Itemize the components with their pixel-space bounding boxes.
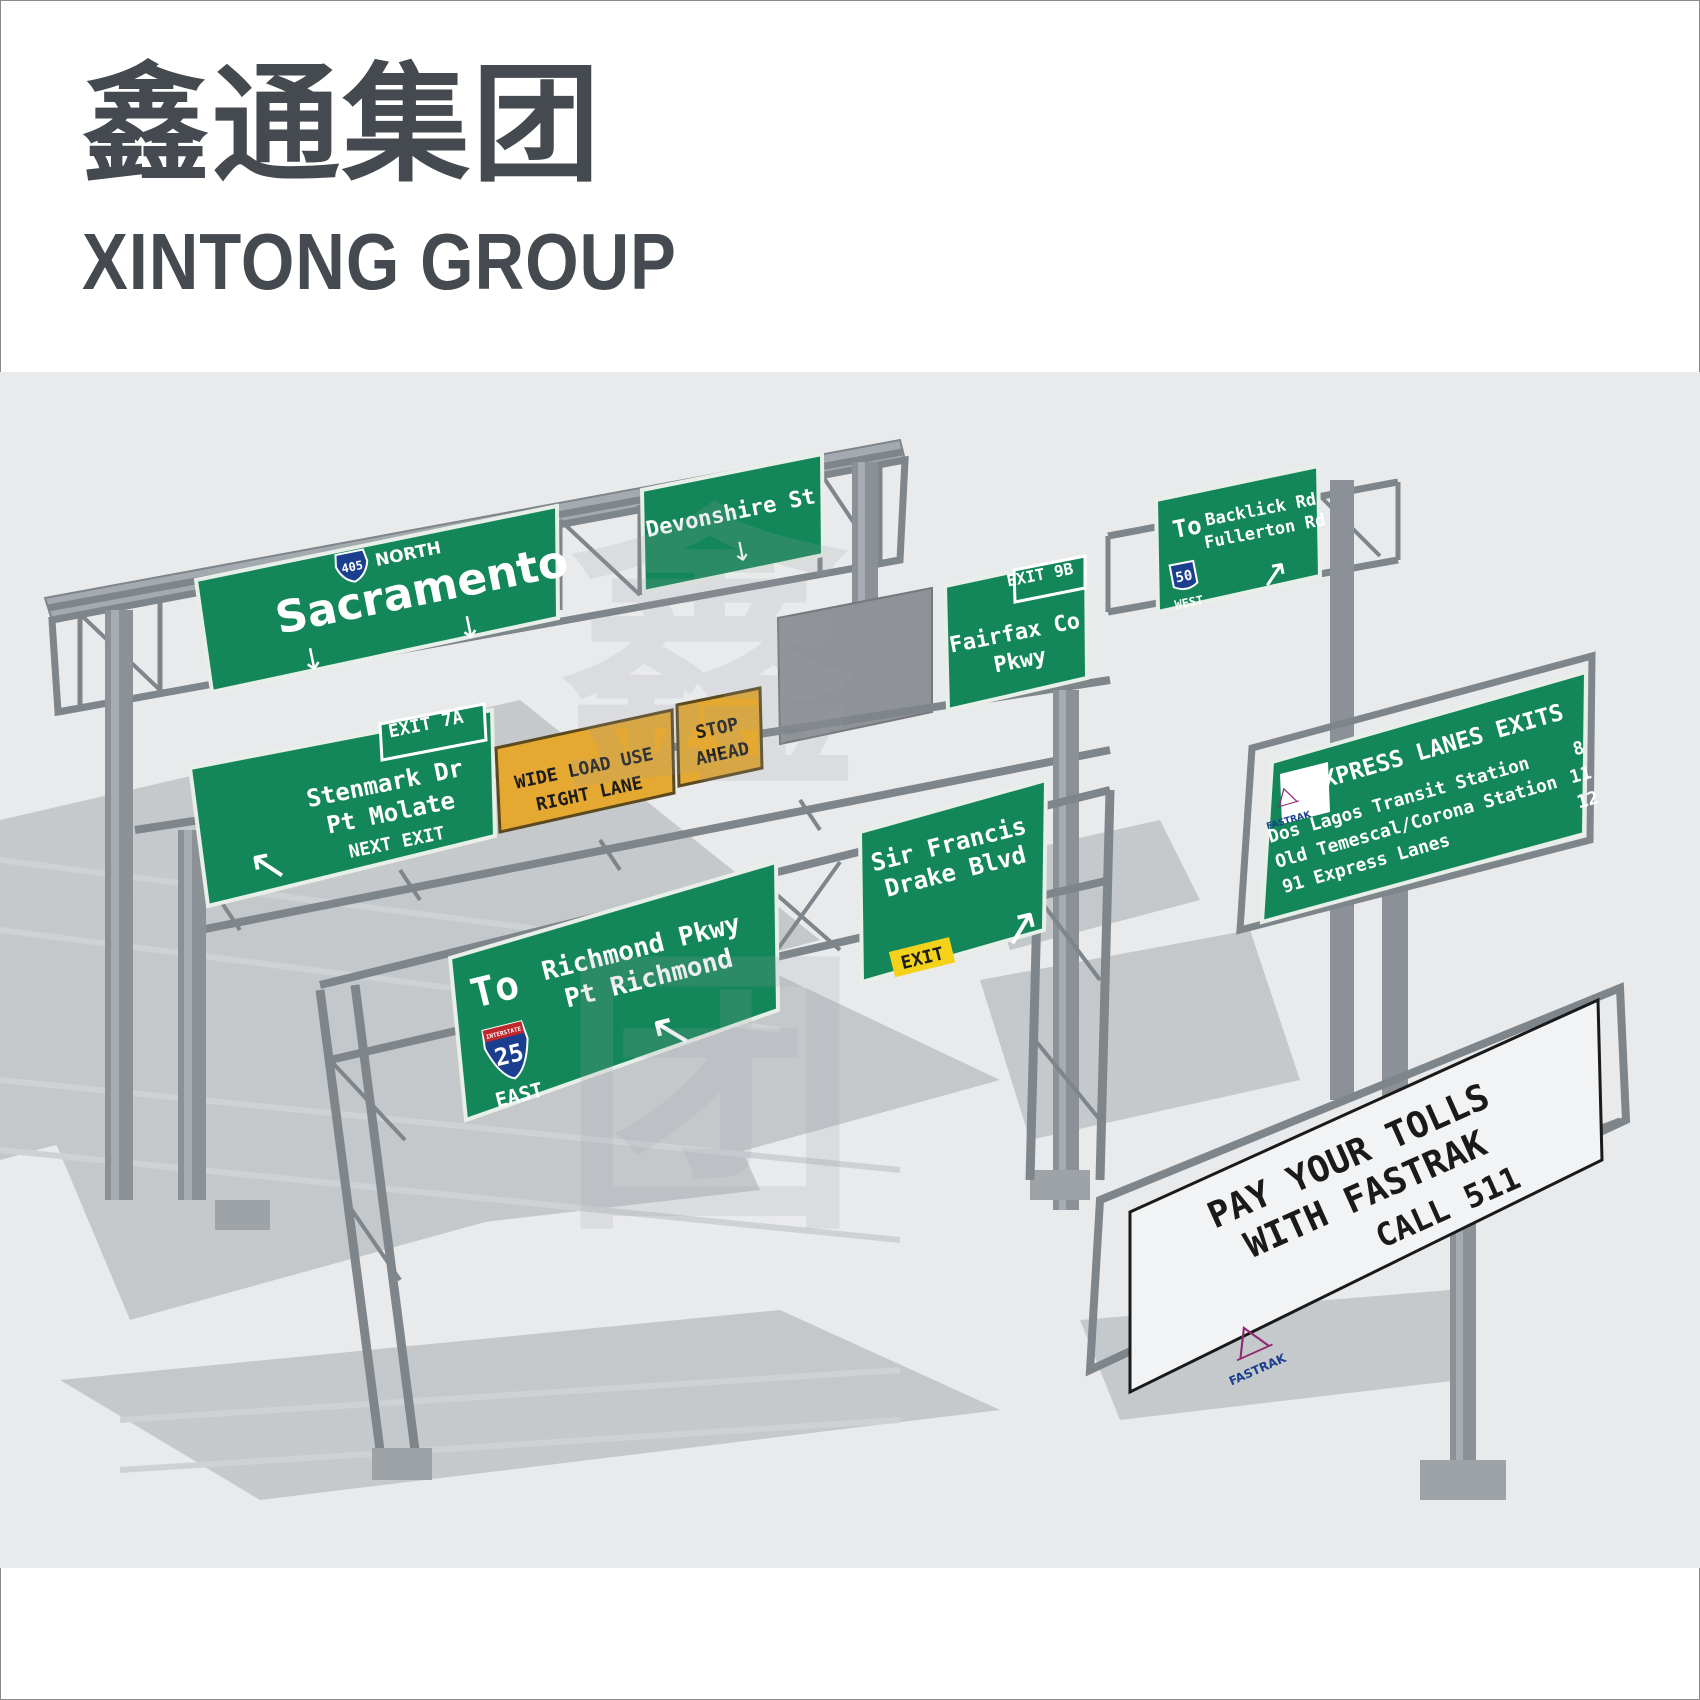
gantry-sign-scene: 405 NORTH Sacramento ↓ ↓ Devonshire St ↓: [0, 372, 1700, 1568]
backlick-prefix: To: [1170, 511, 1204, 544]
interstate-shield-icon: [334, 548, 369, 583]
wide-load-sign: WIDE LOAD USE RIGHT LANE: [494, 708, 676, 834]
sacramento-route-number: 405: [340, 558, 364, 576]
svg-text:团: 团: [560, 922, 860, 1271]
fairfax-sign: EXIT 9B Fairfax Co Pkwy: [942, 553, 1090, 713]
richmond-route: 25: [492, 1038, 527, 1072]
brand-name-chinese: 鑫通集团: [82, 51, 603, 200]
blank-sign-panel: [776, 586, 933, 746]
express-pole: [1382, 880, 1408, 1110]
middle-gantry-poles: [178, 690, 1090, 1210]
devonshire-sign: Devonshire St ↓: [639, 451, 826, 595]
sacramento-sign: 405 NORTH Sacramento ↓ ↓: [193, 503, 572, 695]
richmond-prefix: To: [466, 961, 524, 1017]
backlick-direction: WEST: [1174, 593, 1205, 612]
sir-francis-sign: Sir Francis Drake Blvd EXIT ↗: [857, 777, 1049, 985]
front-gantry-poles: [315, 789, 1115, 1451]
front-gantry-base: [372, 1448, 432, 1480]
richmond-sign: To Richmond Pkwy Pt Richmond INTERSTATE …: [447, 859, 781, 1123]
express-frame: [1236, 651, 1596, 935]
route-shield-icon: [1168, 559, 1199, 591]
backlick-sign: To Backlick Rd Fullerton Rd 50 WEST ↗: [1153, 463, 1327, 615]
watermark: 鑫 团: [560, 482, 860, 1271]
backlick-route: 50: [1174, 568, 1194, 587]
svg-text:鑫: 鑫: [560, 482, 860, 831]
stop-ahead-sign: STOP AHEAD: [675, 686, 764, 788]
brand-name-english: XINTONG GROUP: [82, 217, 677, 306]
stenmark-sign: EXIT 7A Stenmark Dr Pt Molate NEXT EXIT …: [187, 702, 498, 909]
